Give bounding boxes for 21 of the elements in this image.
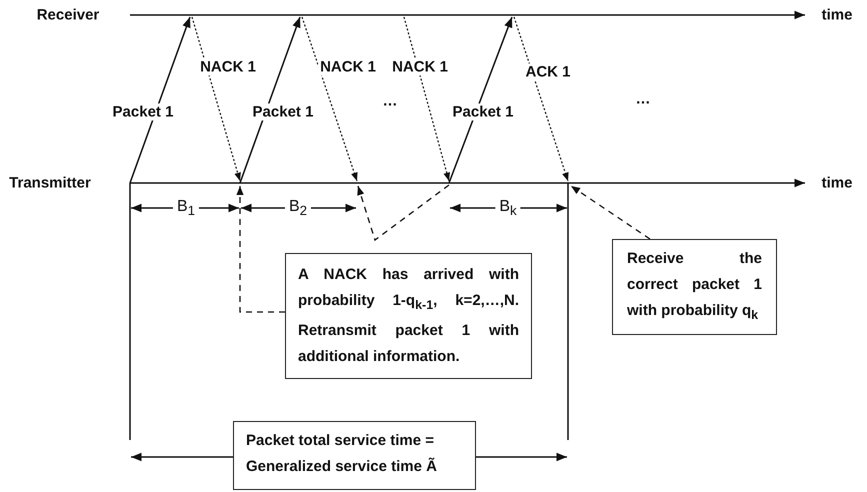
message-label: NACK 1 — [390, 58, 450, 76]
axis-label: Receiver — [36, 6, 100, 24]
service-time-box — [233, 421, 476, 490]
callout-box — [612, 239, 777, 335]
callout-text: Receive the correct packet 1 with probability q$_{k}$ — [627, 249, 762, 324]
leader-line — [236, 186, 285, 313]
message-label: Packet 1 — [450, 104, 516, 120]
ellipsis: … — [382, 92, 398, 110]
message-label: ACK 1 — [524, 64, 572, 80]
callout-text: Packet total service time = Generalized service time Ã — [246, 431, 438, 477]
message-label: Packet 1 — [250, 104, 316, 120]
message-label: NACK 1 — [198, 58, 258, 76]
message-label: Packet 1 — [110, 104, 176, 120]
leader-line — [570, 185, 650, 240]
ellipsis: … — [636, 90, 650, 108]
axis-label: Transmitter — [9, 174, 91, 192]
callout-text: A NACK has arrived with probability 1-q$_{k-1}$, k=2,…,N. Retransmit packet 1 with additional information. — [298, 265, 519, 367]
axis-label: time — [822, 6, 852, 24]
callout-box — [285, 253, 532, 379]
axis-label: time — [822, 174, 852, 192]
message-label: NACK 1 — [318, 58, 378, 76]
